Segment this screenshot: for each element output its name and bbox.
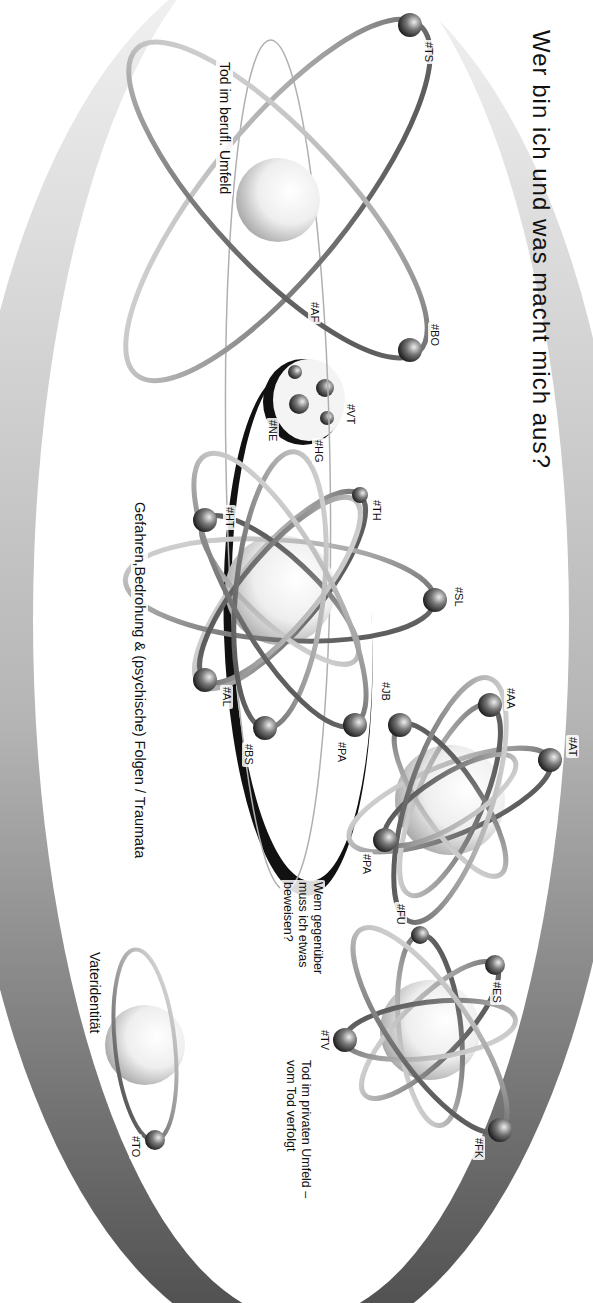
electron-label: #BS: [242, 742, 255, 767]
atom-label: Tod im berufl. Umfeld: [216, 60, 233, 196]
electron-label: #TH: [370, 498, 383, 523]
electron-label: #AT: [566, 735, 579, 758]
electron-label: #PA: [335, 740, 348, 764]
electron-label: #SL: [452, 585, 465, 609]
electron-label: #AF: [308, 300, 321, 324]
electron-label: #PA: [360, 852, 373, 876]
atom-label-box: Tod im privaten Umfeld – vom Tod verfolg…: [283, 1058, 313, 1220]
electron-label: #TS: [422, 40, 435, 64]
electron-label: #HG: [312, 438, 325, 465]
electron-label: #AA: [504, 686, 517, 711]
electron-label: #ES: [490, 980, 503, 1005]
atom-label-box: Gefahren,Bedrohung & (psychische) Folgen…: [131, 500, 148, 860]
outer-orbit: [219, 39, 338, 891]
electron-label: #NE: [266, 418, 279, 443]
atom-label-box: Wem gegenüber muss ich etwas beweisen?: [280, 880, 325, 1008]
atom-label: Tod im privaten Umfeld – vom Tod verfolg…: [283, 1058, 313, 1220]
electron-label: #FK: [472, 1136, 485, 1160]
atom-berufl: [80, 0, 475, 420]
atom-privat: [328, 908, 532, 1153]
electron-label: #AL: [220, 685, 233, 709]
electron-label: #JB: [379, 680, 392, 703]
atom-label: Vateridentität: [86, 950, 103, 1035]
atom-gefahren: [122, 432, 447, 749]
diagram-title: Wer bin ich und was macht mich aus?: [527, 30, 555, 469]
electron-label: #VT: [344, 402, 357, 426]
cluster-oval: [263, 359, 345, 445]
atom-label: Gefahren,Bedrohung & (psychische) Folgen…: [131, 500, 148, 860]
electron-label: #HT: [223, 505, 236, 530]
atom-label-box: Vateridentität: [86, 950, 103, 1035]
electron-label: #TV: [318, 1028, 331, 1052]
electron-label: #FU: [394, 902, 407, 927]
electron-label: #TO: [129, 1134, 142, 1159]
atom-label-box: Tod im berufl. Umfeld: [216, 60, 233, 196]
electron-label: #BO: [428, 322, 441, 348]
atom-vater: [105, 946, 185, 1150]
atom-label: Wem gegenüber muss ich etwas beweisen?: [280, 880, 325, 1008]
atom-beweisen: [337, 665, 563, 934]
